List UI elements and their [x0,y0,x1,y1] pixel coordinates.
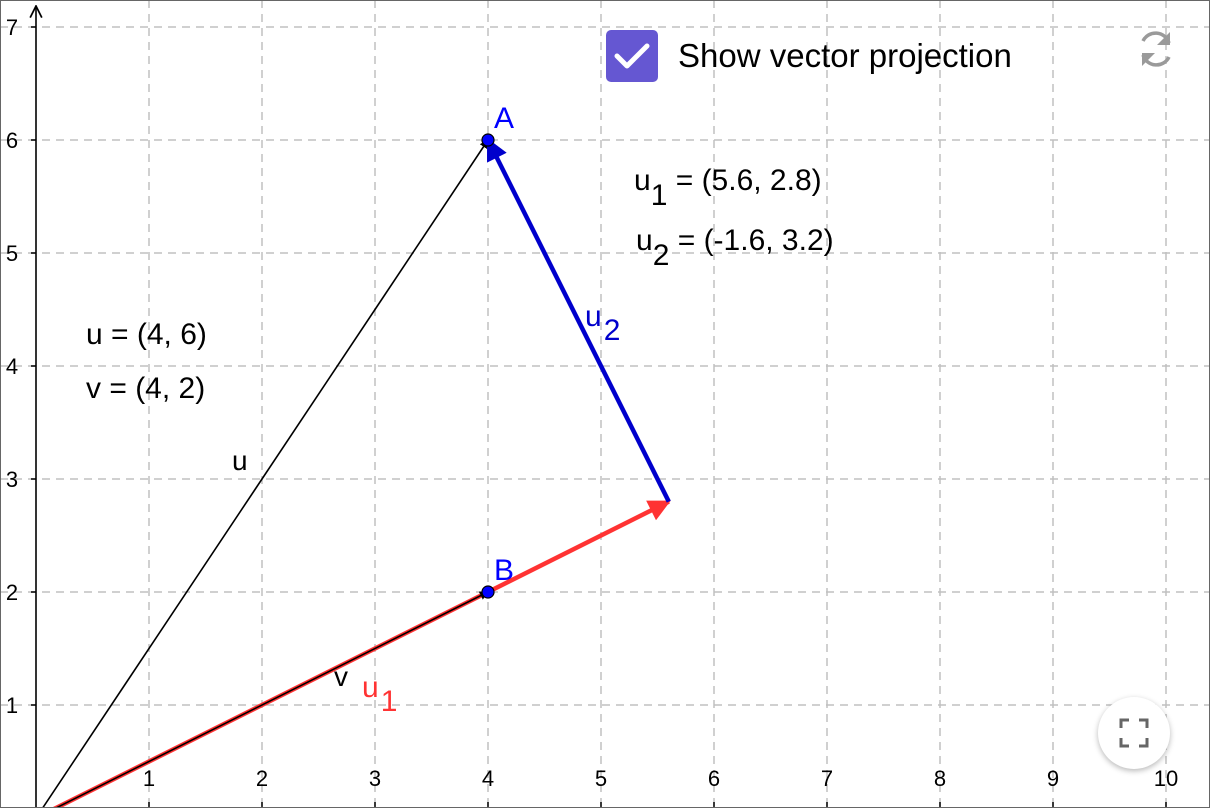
vector-u2[interactable] [485,138,671,503]
show-vector-projection-checkbox[interactable]: Show vector projection [606,30,1012,82]
point-b[interactable] [481,585,495,599]
x-tick-label: 1 [143,766,155,791]
u-definition-text: u = (4, 6) [86,318,207,351]
checkbox-label[interactable]: Show vector projection [678,37,1012,74]
x-tick-label: 7 [821,766,833,791]
point-a-label: A [494,102,514,135]
u1-definition-text: u1 = (5.6, 2.8) [634,164,822,212]
x-tick-label: 8 [934,766,946,791]
x-tick-label: 5 [595,766,607,791]
x-tick-label: 6 [708,766,720,791]
axes [31,6,1167,808]
refresh-icon [1141,31,1171,67]
y-tick-label: 7 [6,15,18,40]
fullscreen-icon [1119,718,1149,748]
u2-definition-text: u2 = (-1.6, 3.2) [636,224,834,272]
vector-v[interactable] [36,591,489,808]
vector-u2-label: u2 [585,300,620,347]
vector-u1[interactable] [36,499,671,808]
v-definition-text: v = (4, 2) [86,372,205,405]
vector-u-label: u [232,445,248,476]
y-tick-label: 4 [6,354,18,379]
x-tick-label: 10 [1154,766,1178,791]
y-tick-label: 3 [6,467,18,492]
y-tick-label: 2 [6,580,18,605]
y-tick-label: 5 [6,241,18,266]
x-tick-label: 3 [369,766,381,791]
y-tick-label: 1 [6,693,18,718]
checkmark-icon [614,43,650,69]
y-tick-label: 6 [6,128,18,153]
vector-u[interactable] [36,139,489,808]
x-tick-label: 2 [256,766,268,791]
x-tick-label: 4 [482,766,494,791]
fullscreen-button[interactable] [1098,697,1170,769]
point-a[interactable] [481,133,495,147]
checkbox-box[interactable] [606,30,658,82]
x-tick-label: 9 [1047,766,1059,791]
reset-button[interactable] [1134,26,1178,72]
vector-u1-label: u1 [362,671,397,718]
point-b-label: B [494,554,514,587]
vector-v-label: v [334,661,348,692]
tick-labels: 1 2 3 4 5 6 7 8 9 10 1 2 3 4 5 6 7 [6,15,1178,791]
